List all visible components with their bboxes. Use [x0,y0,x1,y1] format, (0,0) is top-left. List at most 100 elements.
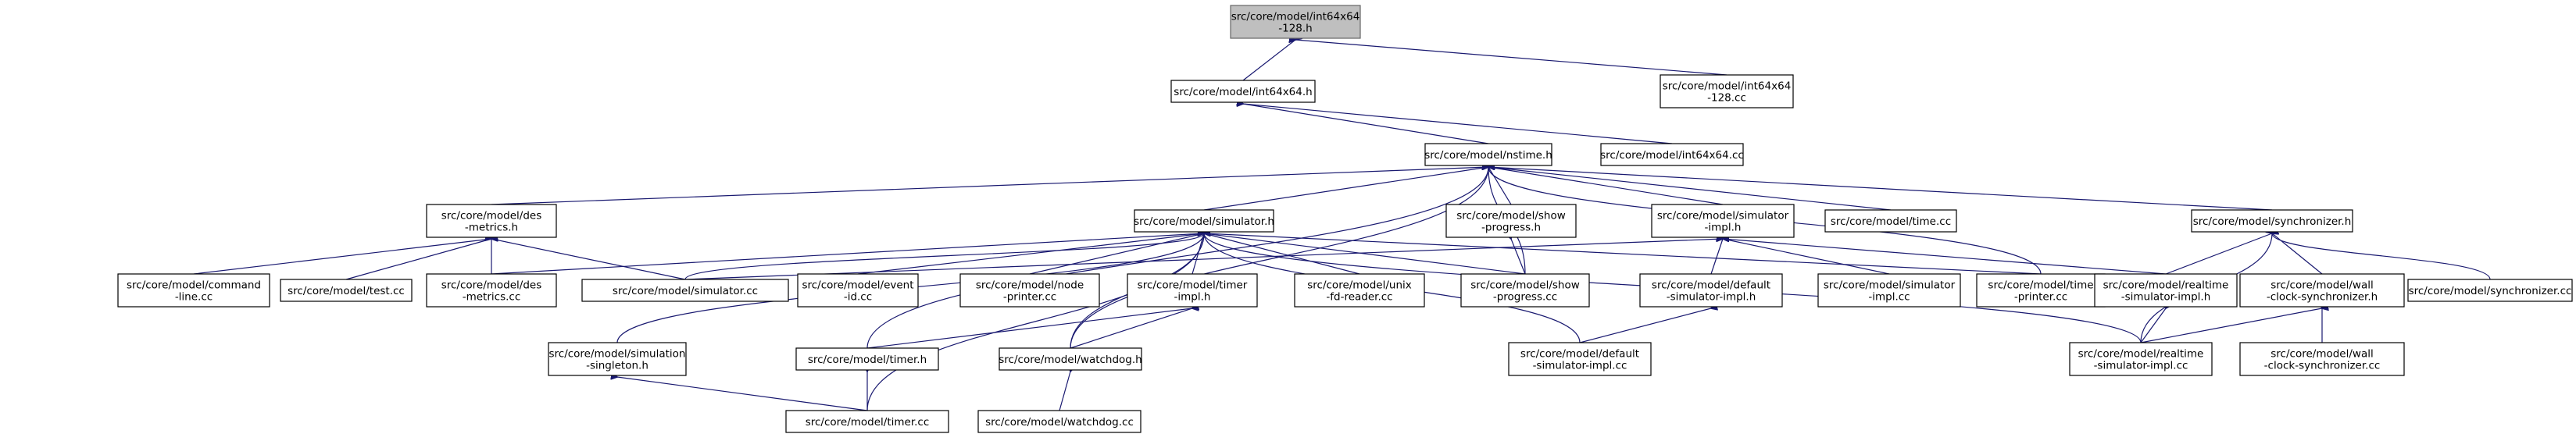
node-src-core-model-show-progress-cc[interactable]: src/core/model/show-progress.cc [1460,273,1590,308]
node-label-line: src/core/model/int64x64.h [1174,86,1312,98]
node-label-line: src/core/model/wall [2271,348,2373,361]
node-label-line: src/core/model/realtime [2103,279,2229,292]
node-label-line: src/core/model/synchronizer.cc [2409,285,2572,297]
node-src-core-model-time-printer-cc[interactable]: src/core/model/time-printer.cc [1976,273,2106,308]
node-src-core-model-simulator-h[interactable]: src/core/model/simulator.h [1134,209,1274,233]
node-src-core-model-int64x64-cc[interactable]: src/core/model/int64x64.cc [1600,143,1744,166]
node-box [2407,279,2573,302]
edge-n5-n14 [491,239,686,280]
node-label-line: src/core/model/simulator [1657,210,1789,222]
node-src-core-model-simulator-cc[interactable]: src/core/model/simulator.cc [581,279,789,302]
edge-n20-n29 [1579,308,1711,343]
edge-n0-n1 [1242,40,1295,81]
node-label-line: -impl.h [1705,222,1742,234]
node-src-core-model-des-metrics-h[interactable]: src/core/model/des-metrics.h [426,204,557,238]
node-src-core-model-int64x64-128-h[interactable]: src/core/model/int64x64-128.h [1230,5,1361,39]
edge-n3-n10 [1488,167,2273,211]
node-label-line: src/core/model/synchronizer.h [2193,215,2352,228]
node-box [426,204,557,238]
node-label-line: src/core/model/time [1988,279,2093,292]
edge-n6-n32 [866,233,1204,411]
edge-n5-n11 [193,239,491,275]
node-src-core-model-watchdog-cc[interactable]: src/core/model/watchdog.cc [977,410,1142,433]
node-src-core-model-wall-clock-synchronizer-h[interactable]: src/core/model/wall-clock-synchronizer.h [2239,273,2405,308]
node-label-line: src/core/model/default [1520,348,1639,361]
node-label-line: -line.cc [175,291,213,304]
node-box [977,410,1142,433]
node-box [785,410,949,433]
node-label-line: src/core/model/des [441,279,542,292]
node-label-line: src/core/model/realtime [2078,348,2204,361]
node-box [2239,273,2405,308]
node-src-core-model-int64x64-h[interactable]: src/core/model/int64x64.h [1170,80,1316,103]
node-label-line: src/core/model/test.cc [288,285,405,297]
edge-n24-n30 [2140,308,2322,343]
node-src-core-model-test-cc[interactable]: src/core/model/test.cc [280,279,413,302]
node-label-line: src/core/model/timer.h [808,354,927,366]
node-box [2191,209,2353,233]
node-box [1134,209,1274,233]
edge-n26-n32 [617,377,868,411]
node-src-core-model-node-printer-cc[interactable]: src/core/model/node-printer.cc [959,273,1100,308]
node-src-core-model-wall-clock-synchronizer-cc[interactable]: src/core/model/wall-clock-synchronizer.c… [2239,342,2405,376]
edge-n5-n12 [345,239,491,280]
node-label-line: src/core/model/show [1470,279,1580,292]
node-label-line: -simulator-impl.cc [1533,360,1627,372]
edge-n8-n20 [1710,239,1723,275]
node-label-line: src/core/model/int64x64.cc [1600,149,1744,162]
node-src-core-model-synchronizer-cc[interactable]: src/core/model/synchronizer.cc [2407,279,2573,302]
node-src-core-model-nstime-h[interactable]: src/core/model/nstime.h [1424,143,1552,166]
edge-n8-n23 [1723,239,2167,275]
node-src-core-model-time-cc[interactable]: src/core/model/time.cc [1824,209,1957,233]
node-src-core-model-realtime-simulator-impl-cc[interactable]: src/core/model/realtime-simulator-impl.c… [2069,342,2213,376]
node-box [959,273,1100,308]
edge-n8-n14 [684,239,1723,280]
edge-n3-n8 [1488,167,1724,205]
node-label-line: src/core/model/simulation [548,348,685,361]
node-label-line: src/core/model/simulator [1824,279,1956,292]
edge-n6-n19 [1204,233,1526,275]
edge-n6-n18 [1204,233,1360,275]
edge-n8-n21 [1723,239,1890,275]
node-box [1460,273,1590,308]
node-box [1445,204,1577,238]
node-src-core-model-default-simulator-impl-cc[interactable]: src/core/model/default-simulator-impl.cc [1508,342,1652,376]
node-src-core-model-simulator-impl-cc[interactable]: src/core/model/simulator-impl.cc [1817,273,1961,308]
node-src-core-model-simulator-impl-h[interactable]: src/core/model/simulator-impl.h [1651,204,1795,238]
node-label-line: -metrics.h [465,222,518,234]
edge-n17-n27 [866,308,1192,349]
node-box [2239,342,2405,376]
edge-n28-n33 [1059,372,1070,411]
node-src-core-model-timer-h[interactable]: src/core/model/timer.h [795,347,939,371]
node-label-line: src/core/model/watchdog.h [999,354,1142,366]
node-src-core-model-default-simulator-impl-h[interactable]: src/core/model/default-simulator-impl.h [1639,273,1783,308]
edge-n3-n9 [1488,167,1892,211]
node-label-line: src/core/model/watchdog.cc [985,416,1134,429]
edge-n3-n6 [1203,167,1488,211]
node-src-core-model-realtime-simulator-impl-h[interactable]: src/core/model/realtime-simulator-impl.h [2094,273,2238,308]
node-src-core-model-timer-impl-h[interactable]: src/core/model/timer-impl.h [1127,273,1258,308]
node-box [1639,273,1783,308]
node-src-core-model-show-progress-h[interactable]: src/core/model/show-progress.h [1445,204,1577,238]
node-label-line: -printer.cc [2014,291,2067,304]
node-box [1817,273,1961,308]
node-label-line: src/core/model/node [976,279,1084,292]
node-src-core-model-des-metrics-cc[interactable]: src/core/model/des-metrics.cc [426,273,557,308]
node-label-line: -progress.cc [1493,291,1557,304]
node-src-core-model-timer-cc[interactable]: src/core/model/timer.cc [785,410,949,433]
node-label-line: src/core/model/command [127,279,261,292]
node-label-line: -impl.h [1174,291,1211,304]
node-src-core-model-int64x64-128-cc[interactable]: src/core/model/int64x64-128.cc [1660,74,1794,108]
node-label-line: src/core/model/event [802,279,913,292]
node-label-line: -progress.h [1481,222,1541,234]
edge-n17-n28 [1070,308,1192,349]
node-box [1660,74,1794,108]
node-src-core-model-unix-fd-reader-cc[interactable]: src/core/model/unix-fd-reader.cc [1294,273,1425,308]
node-src-core-model-simulation-singleton-h[interactable]: src/core/model/simulation-singleton.h [548,342,687,376]
node-src-core-model-command-line-cc[interactable]: src/core/model/command-line.cc [117,273,270,308]
node-src-core-model-synchronizer-h[interactable]: src/core/model/synchronizer.h [2191,209,2353,233]
node-src-core-model-watchdog-h[interactable]: src/core/model/watchdog.h [999,347,1142,371]
node-src-core-model-event-id-cc[interactable]: src/core/model/event-id.cc [797,273,919,308]
edge-n6-n17 [1192,233,1204,275]
edge-n23-n30 [2140,308,2166,343]
